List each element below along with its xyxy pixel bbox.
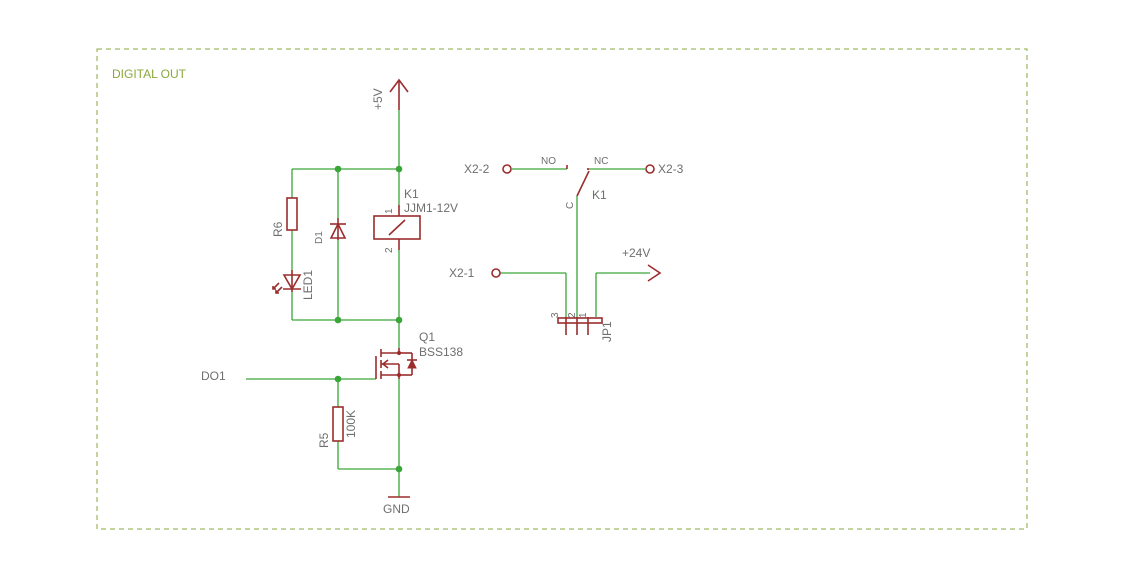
k1-pin1-label: 1: [384, 208, 395, 214]
relay-coil-k1: [373, 205, 421, 250]
junctions: [334, 165, 403, 473]
frame-title: DIGITAL OUT: [112, 67, 187, 81]
jumper-jp1: [557, 317, 603, 335]
r5-name-label: R5: [317, 432, 331, 448]
k1-name-label: K1: [404, 187, 419, 201]
r6-label: R6: [271, 221, 285, 237]
jp1-label: JP1: [600, 321, 614, 342]
k1-pin2-label: 2: [384, 247, 395, 253]
q1-value-label: BSS138: [419, 345, 463, 359]
resistor-r5: [332, 406, 344, 442]
resistor-r6: [286, 197, 298, 231]
no-label: NO: [541, 156, 556, 167]
switch-k1-label: K1: [592, 188, 607, 202]
nc-label: NC: [594, 156, 608, 167]
jp1-pin1-label: 1: [578, 312, 589, 318]
v24-label: +24V: [622, 246, 650, 260]
gnd-label: GND: [383, 502, 410, 516]
k1-value-label: JJM1-12V: [404, 201, 458, 215]
x2-2-label: X2-2: [464, 162, 490, 176]
wires: [246, 110, 650, 497]
vcc-supply-symbol: [389, 78, 409, 110]
x2-1-terminal: [491, 268, 501, 278]
jp1-pin2-label: 2: [567, 312, 578, 318]
r5-value-label: 100K: [344, 410, 358, 438]
led1-label: LED1: [301, 270, 315, 300]
led1-symbol: [272, 270, 302, 294]
x2-1-label: X2-1: [449, 266, 475, 280]
diode-d1: [329, 218, 347, 240]
vcc-label: +5V: [371, 88, 385, 110]
relay-contact-k1: [502, 164, 655, 197]
mosfet-q1: [375, 348, 417, 379]
do1-net-label: DO1: [201, 369, 226, 383]
d1-label: D1: [314, 231, 325, 244]
jp1-pin3-label: 3: [550, 312, 561, 318]
x2-3-label: X2-3: [658, 162, 684, 176]
q1-name-label: Q1: [419, 330, 435, 344]
frame-border: [96, 48, 1028, 530]
v24-supply-symbol: [647, 264, 662, 282]
c-label: C: [565, 202, 576, 209]
